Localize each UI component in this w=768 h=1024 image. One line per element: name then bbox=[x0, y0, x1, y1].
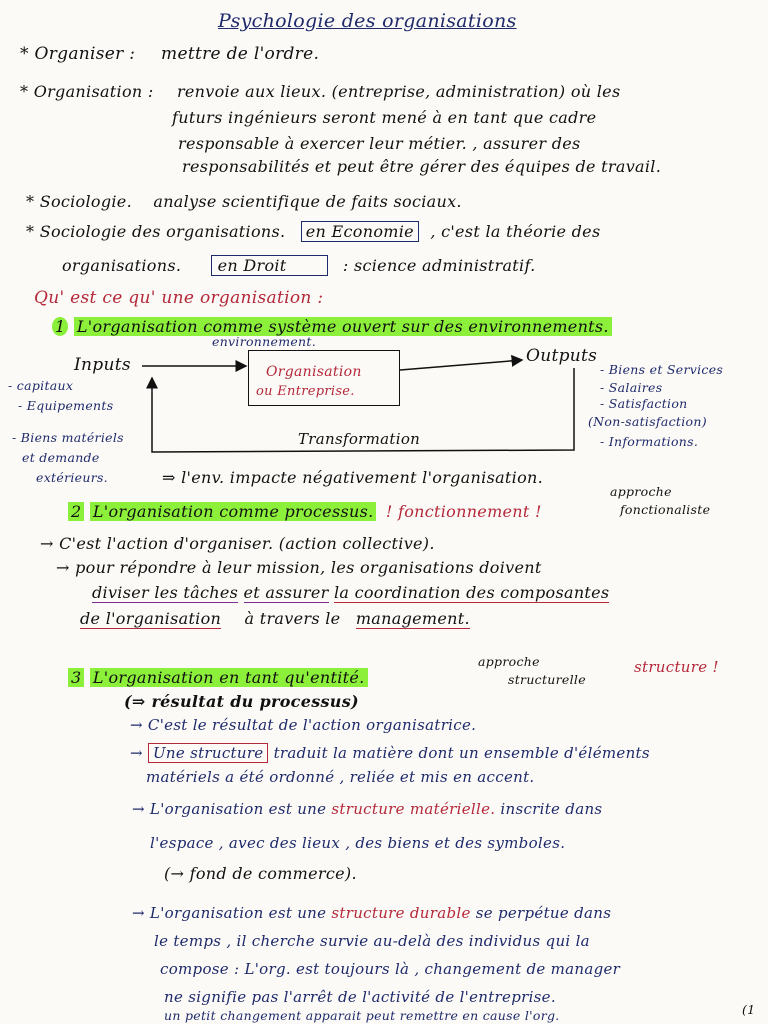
section3-heading: 3 L'organisation en tant qu'entité. bbox=[68, 668, 368, 687]
sociologie-definition: * Sociologie. analyse scientifique de fa… bbox=[26, 192, 462, 211]
socio-org-def-1: , c'est la théorie des bbox=[430, 222, 601, 241]
inputs-label: Inputs bbox=[74, 355, 131, 375]
section3-title: L'organisation en tant qu'entité. bbox=[89, 668, 368, 687]
input-item: extérieurs. bbox=[36, 470, 108, 485]
assurer: et assurer bbox=[243, 583, 329, 603]
section2-number: 2 bbox=[68, 502, 85, 521]
line4-b: inscrite dans bbox=[500, 800, 603, 818]
diviser-taches: diviser les tâches bbox=[92, 583, 239, 603]
management: management. bbox=[355, 609, 470, 629]
droit-bracket: en Droit bbox=[210, 255, 328, 276]
section1-number: 1 bbox=[52, 317, 69, 336]
output-item: - Informations. bbox=[600, 434, 699, 449]
env-label: environnement. bbox=[212, 334, 317, 349]
section3-tag: structure ! bbox=[634, 658, 719, 676]
organisation-definition-1: * Organisation : renvoie aux lieux. (ent… bbox=[20, 82, 621, 101]
organisation-term: Organisation : bbox=[33, 82, 154, 101]
organisation-definition-4: responsabilités et peut être gérer des é… bbox=[182, 157, 662, 176]
section3-approach-1: approche bbox=[478, 654, 540, 669]
line2-rest: traduit la matière dont un ensemble d'él… bbox=[273, 744, 650, 762]
input-item: et demande bbox=[22, 450, 100, 465]
a-travers: à travers le bbox=[244, 609, 341, 628]
outputs-arrow bbox=[399, 354, 524, 371]
coordination: la coordination des composantes bbox=[333, 583, 610, 603]
organiser-term: Organiser : bbox=[34, 44, 136, 64]
section3-line-6: (→ fond de commerce). bbox=[164, 864, 357, 883]
transformation-label: Transformation bbox=[298, 430, 421, 448]
feedback-loop bbox=[146, 368, 575, 453]
section3-line-7: → L'organisation est une structure durab… bbox=[132, 904, 611, 922]
section2-tag: ! fonctionnement ! bbox=[385, 502, 542, 521]
center-box-line1: Organisation bbox=[266, 364, 362, 380]
section3-line-11: un petit changement apparait peut remett… bbox=[164, 1008, 560, 1023]
organisation-def-1: renvoie aux lieux. (entreprise, administ… bbox=[176, 82, 621, 101]
socio-org-def-2: : science administratif. bbox=[342, 256, 536, 275]
une-structure-box: Une structure bbox=[147, 743, 269, 763]
section3-line-9: compose : L'org. est toujours là , chang… bbox=[160, 960, 621, 978]
line7-b: se perpétue dans bbox=[475, 904, 612, 922]
organiser-definition: * Organiser : mettre de l'ordre. bbox=[20, 44, 320, 64]
socio-org-line-2: organisations. en Droit : science admini… bbox=[62, 255, 536, 276]
socio-org-term: Sociologie des organisations. bbox=[39, 222, 286, 241]
section3-line-10: ne signifie pas l'arrêt de l'activité de… bbox=[164, 988, 556, 1006]
section3-line-4: → L'organisation est une structure matér… bbox=[132, 800, 602, 818]
socio-org-line-1: * Sociologie des organisations. en Econo… bbox=[26, 221, 601, 242]
line7-a: → L'organisation est une bbox=[132, 904, 327, 922]
economie-bracket: en Economie bbox=[300, 221, 419, 242]
center-box-line2: ou Entreprise. bbox=[256, 384, 355, 399]
section3-result: (⇒ résultat du processus) bbox=[124, 692, 359, 711]
section3-line-8: le temps , il cherche survie au-delà des… bbox=[154, 932, 590, 950]
question-heading: Qu' est ce qu' une organisation : bbox=[34, 288, 324, 308]
section1-heading: 1 L'organisation comme système ouvert su… bbox=[52, 317, 612, 336]
section3-line-1: → C'est le résultat de l'action organisa… bbox=[130, 716, 477, 734]
input-item: - Equipements bbox=[18, 398, 114, 413]
section3-line-5: l'espace , avec des lieux , des biens et… bbox=[150, 834, 566, 852]
sociologie-def: analyse scientifique de faits sociaux. bbox=[153, 192, 462, 211]
organisation-definition-2: futurs ingénieurs seront mené à en tant … bbox=[172, 108, 597, 127]
output-item: - Biens et Services bbox=[600, 362, 724, 377]
structure-durable: structure durable bbox=[331, 904, 471, 922]
line4-a: → L'organisation est une bbox=[132, 800, 327, 818]
section2-line-2: → pour répondre à leur mission, les orga… bbox=[56, 558, 542, 577]
section2-approach-1: approche bbox=[610, 484, 672, 499]
section3-approach-2: structurelle bbox=[508, 672, 586, 687]
output-item: - Satisfaction bbox=[600, 396, 688, 411]
output-item: - Salaires bbox=[600, 380, 663, 395]
section3-number: 3 bbox=[68, 668, 85, 687]
section2-approach-2: fonctionaliste bbox=[620, 502, 711, 517]
outputs-label: Outputs bbox=[526, 346, 598, 366]
section2-line-3: diviser les tâches et assurer la coordin… bbox=[92, 583, 610, 603]
section2-line-4: de l'organisation à travers le managemen… bbox=[80, 609, 470, 629]
socio-org-line2-a: organisations. bbox=[62, 256, 182, 275]
input-item: - Biens matériels bbox=[12, 430, 124, 445]
section2-heading: 2 L'organisation comme processus. ! fonc… bbox=[68, 502, 542, 521]
section3-line-3: matériels a été ordonné , reliée et mis … bbox=[146, 768, 535, 786]
section3-line-2: → Une structure traduit la matière dont … bbox=[130, 743, 650, 763]
section2-line-1: → C'est l'action d'organiser. (action co… bbox=[40, 534, 435, 553]
section2-title: L'organisation comme processus. bbox=[89, 502, 377, 521]
page-number: (1 bbox=[742, 1002, 756, 1017]
organisation-definition-3: responsable à exercer leur métier. , ass… bbox=[178, 134, 581, 153]
sociologie-term: Sociologie. bbox=[39, 192, 132, 211]
center-box bbox=[248, 350, 400, 406]
output-item: (Non-satisfaction) bbox=[588, 414, 707, 429]
section1-conclusion: ⇒ l'env. impacte négativement l'organisa… bbox=[162, 468, 543, 487]
input-item: - capitaux bbox=[8, 378, 74, 393]
structure-materielle: structure matérielle. bbox=[331, 800, 496, 818]
section1-title: L'organisation comme système ouvert sur … bbox=[73, 317, 612, 336]
organiser-def: mettre de l'ordre. bbox=[161, 44, 320, 64]
page-title: Psychologie des organisations bbox=[218, 10, 517, 32]
de-l-organisation: de l'organisation bbox=[80, 609, 222, 629]
